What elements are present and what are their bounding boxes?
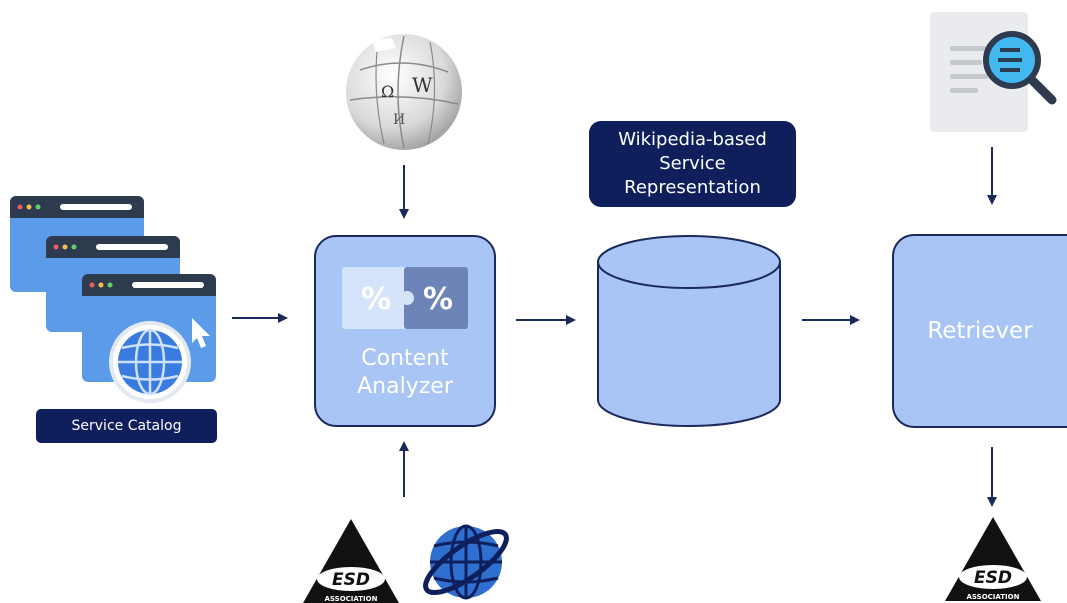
representation-label-line: Wikipedia-based	[618, 129, 767, 150]
wikipedia-globe-icon: Ω W И	[346, 34, 462, 150]
globe-icon	[423, 524, 509, 600]
wiki-glyph-w: W	[412, 73, 433, 97]
puzzle-percent-icon: % %	[342, 267, 468, 329]
esd-logo-text: ESD	[974, 568, 1012, 588]
representation-label-line: Representation	[624, 177, 761, 198]
esd-logo-text: ESD	[332, 570, 370, 590]
service-catalog-label: Service Catalog	[36, 409, 217, 443]
esd-association-logo: ESD ASSOCIATION	[945, 517, 1041, 601]
esd-logo-subtext: ASSOCIATION	[967, 593, 1020, 601]
wiki-glyph-i: И	[393, 112, 405, 128]
globe-icon	[109, 321, 191, 403]
representation-label-line: Service	[659, 153, 726, 174]
svg-text:%: %	[423, 282, 453, 317]
content-analyzer-label-line: Content	[361, 346, 449, 371]
esd-logo-subtext: ASSOCIATION	[325, 595, 378, 603]
wiki-glyph-omega: Ω	[381, 82, 394, 101]
service-representation-database	[597, 235, 781, 427]
esd-association-logo: ESD ASSOCIATION	[303, 519, 399, 603]
document-search-icon	[930, 12, 1057, 132]
svg-text:%: %	[361, 282, 391, 317]
content-analyzer-label-line: Analyzer	[357, 374, 453, 399]
retriever-box	[892, 234, 1067, 428]
retriever-label: Retriever	[927, 318, 1033, 344]
content-analyzer-label: Content Analyzer	[314, 345, 496, 401]
representation-label: Wikipedia-based Service Representation	[589, 121, 796, 207]
